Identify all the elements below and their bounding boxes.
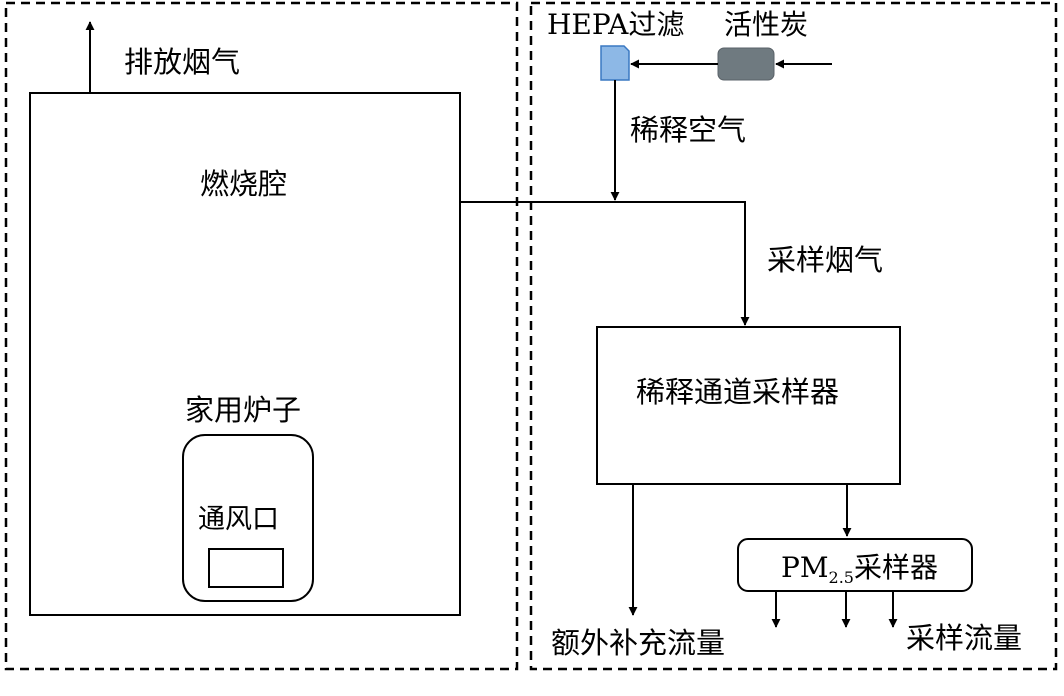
combustion-chamber-box [29,92,461,616]
combustion-chamber-label: 燃烧腔 [200,167,287,201]
left-dashed-region [4,1,519,671]
household-stove-label: 家用炉子 [185,393,301,427]
hepa-label: HEPA过滤 [547,8,684,41]
vent-rect [208,548,284,588]
vent-label: 通风口 [198,504,279,535]
stove-body [182,434,314,602]
sample-gas-pipe [460,201,750,326]
hepa-filter-icon [600,45,630,81]
pm-suffix: 采样器 [854,551,938,584]
dilution-air-label: 稀释空气 [630,113,746,147]
pm-subscript: 2.5 [829,568,854,587]
right-dashed-region [529,1,1058,671]
activated-carbon-label: 活性炭 [724,8,808,41]
sample-flue-gas-label: 采样烟气 [767,243,883,277]
dilution-sampler-box [596,326,901,485]
exhaust-label: 排放烟气 [124,45,240,79]
pm-sampler-box [737,538,973,592]
pm-sampler-label: PM2.5采样器 [781,551,938,587]
pm-prefix: PM [781,551,829,584]
extra-flow-label: 额外补充流量 [551,626,725,660]
sample-flow-label: 采样流量 [906,621,1022,655]
dilution-sampler-label: 稀释通道采样器 [636,375,839,409]
activated-carbon-icon [717,47,775,81]
